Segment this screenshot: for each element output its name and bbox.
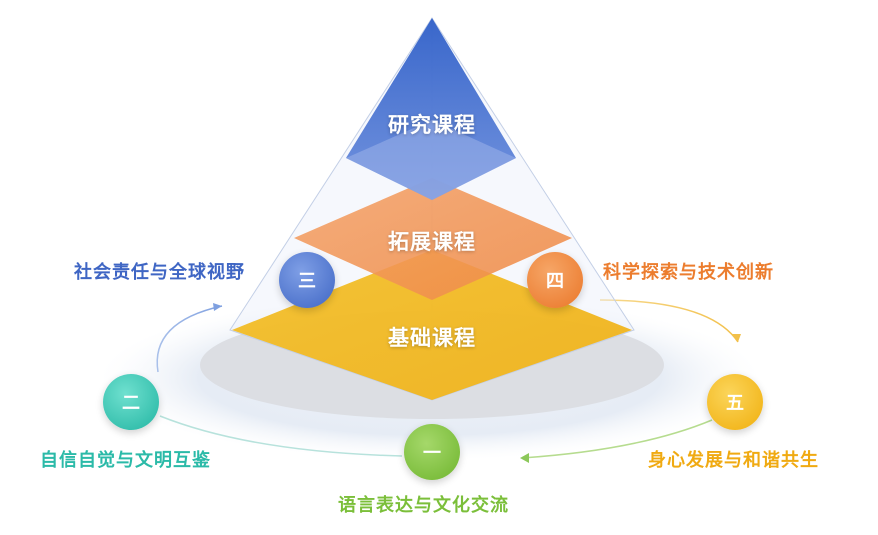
goal-label-5: 身心发展与和谐共生: [648, 450, 819, 471]
goal-circle-2: 二: [103, 374, 159, 430]
arrow-head-left: [213, 303, 222, 311]
goal-label-2: 自信自觉与文明互鉴: [40, 450, 211, 471]
layer-extension: [294, 178, 572, 300]
layer-label-research: 研究课程: [388, 112, 476, 137]
orbit-arc-bottom-right: [521, 419, 713, 459]
goal-circle-3: 三: [279, 252, 335, 308]
layer-label-foundation: 基础课程: [388, 325, 476, 350]
arrow-head-bottom: [520, 453, 529, 463]
goal-label-4: 科学探索与技术创新: [603, 262, 774, 283]
goal-circle-1: 一: [404, 424, 460, 480]
goal-label-3: 社会责任与全球视野: [74, 262, 245, 283]
goal-circle-4: 四: [527, 252, 583, 308]
arrow-head-right: [732, 334, 741, 342]
layer-research-shine: [346, 120, 516, 200]
orbit-arc-bottom-left: [159, 415, 403, 457]
layer-foundation: [232, 250, 632, 400]
layer-label-extension: 拓展课程: [388, 229, 476, 254]
goal-label-1: 语言表达与文化交流: [338, 495, 509, 516]
goal-circle-5: 五: [707, 374, 763, 430]
orbit-arc-right: [599, 299, 739, 343]
orbit-arc-left: [156, 305, 223, 373]
